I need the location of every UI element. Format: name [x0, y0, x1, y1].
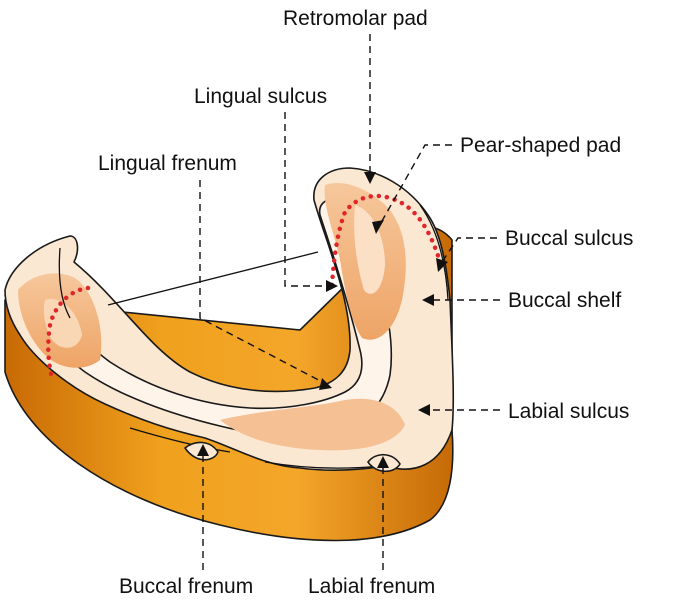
leader-pear-shaped-pad: [377, 144, 452, 229]
label-retromolar-pad: Retromolar pad: [283, 7, 428, 30]
label-buccal-frenum: Buccal frenum: [119, 575, 253, 598]
buccal-border-line: [58, 204, 449, 319]
dotted-outline-left: [46, 285, 91, 381]
leader-lingual-sulcus: [284, 112, 332, 287]
lingual-frenum-solid-line: [107, 251, 319, 306]
labial-border-line: [129, 427, 381, 469]
label-pear-shaped-pad: Pear-shaped pad: [460, 134, 621, 157]
label-buccal-shelf: Buccal shelf: [508, 289, 621, 312]
ridge-highlight-right: [354, 205, 385, 294]
ridge-crest-anterior: [220, 398, 405, 451]
label-lingual-frenum: Lingual frenum: [98, 152, 237, 175]
leader-buccal-sulcus: [439, 237, 497, 266]
dotted-outline-right: [329, 193, 443, 288]
label-buccal-sulcus: Buccal sulcus: [505, 227, 633, 250]
label-lingual-sulcus: Lingual sulcus: [194, 85, 327, 108]
label-labial-sulcus: Labial sulcus: [508, 400, 629, 423]
leader-lingual-frenum: [199, 180, 329, 386]
arrowheads: [197, 172, 448, 468]
label-labial-frenum: Labial frenum: [308, 575, 435, 598]
ridge-highlight-left: [43, 299, 82, 348]
